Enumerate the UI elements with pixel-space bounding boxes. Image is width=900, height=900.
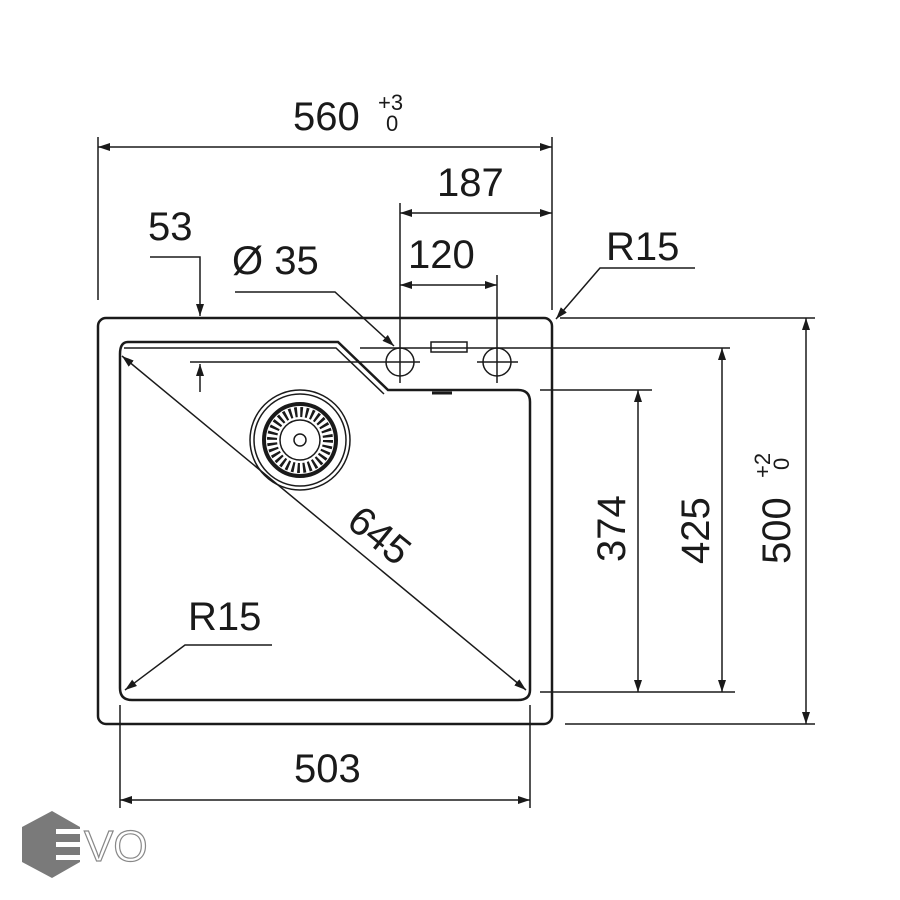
dim-53: 53: [148, 205, 193, 249]
dim-560: 560: [293, 95, 360, 139]
dim-560-tol-upper: +3: [378, 90, 403, 115]
leader-r15-top: [555, 267, 695, 320]
leader-r15-bowl: [124, 644, 272, 691]
dim-500-tol-upper: +2: [750, 453, 775, 478]
dim-425: 425: [674, 497, 718, 564]
dim-500: 500: [755, 497, 799, 564]
dim-503: 503: [294, 747, 361, 791]
dim-r15-top: R15: [606, 225, 679, 269]
dimension-line-645: [121, 355, 527, 691]
dim-r15-bowl: R15: [188, 595, 261, 639]
leader-53: [150, 256, 204, 316]
evo-logo: VO: [22, 811, 148, 878]
tap-hole-right: [477, 340, 518, 383]
overflow-rect: [430, 341, 468, 353]
dim-187: 187: [437, 161, 504, 205]
dim-hole-diameter: Ø 35: [232, 239, 319, 283]
logo-text: VO: [84, 822, 148, 871]
dim-645: 645: [339, 498, 419, 574]
dim-374: 374: [590, 495, 634, 562]
dim-500-tol-lower: 0: [769, 458, 794, 470]
leader-hole-diameter: [235, 291, 395, 347]
bowl-edge-line: [124, 347, 385, 395]
dim-120: 120: [408, 233, 475, 277]
dim-560-tol-lower: 0: [386, 111, 398, 136]
sink-outer-outline: [96, 316, 554, 726]
tap-hole-left: [380, 340, 420, 383]
bowl-outline: [118, 340, 532, 702]
